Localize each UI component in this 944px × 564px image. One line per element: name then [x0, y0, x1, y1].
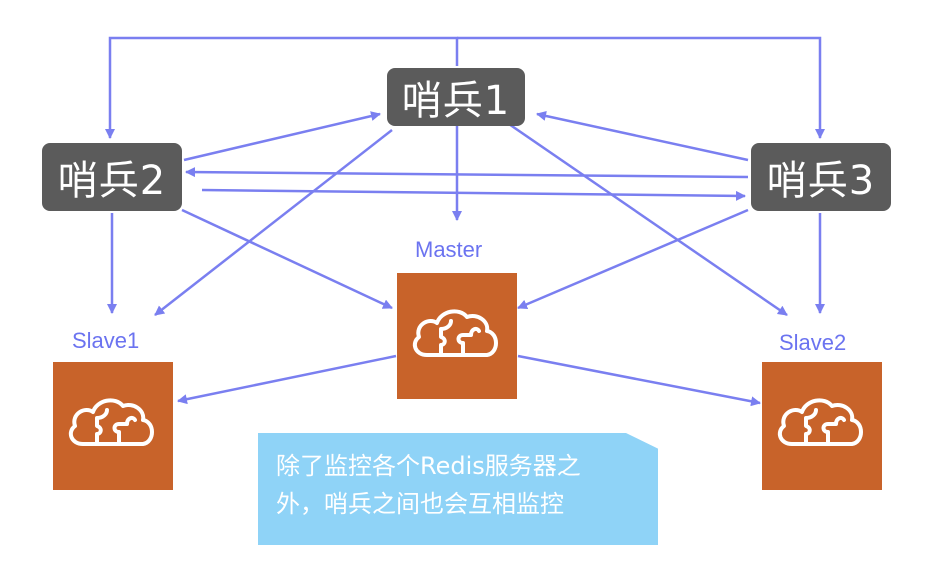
edge-s3-to-s1	[536, 111, 749, 162]
master-label: Master	[415, 237, 483, 262]
note-line-1: 除了监控各个Redis服务器之	[276, 452, 581, 480]
edge-master-to-slave2	[517, 354, 761, 407]
edge-s1-to-slave1	[154, 129, 393, 316]
note-line-2: 外，哨兵之间也会互相监控	[276, 490, 564, 518]
sentinel-3-label: 哨兵3	[766, 158, 876, 204]
sentinel-2-node: 哨兵2	[42, 143, 182, 211]
sentinel-2-label: 哨兵2	[57, 158, 167, 204]
note-callout: 除了监控各个Redis服务器之 外，哨兵之间也会互相监控	[258, 433, 658, 545]
edge-s1-top-to-s3	[457, 36, 825, 139]
sentinel-1-label: 哨兵1	[401, 78, 511, 124]
edge-s1-top-to-s2	[105, 36, 459, 139]
sentinel-3-node: 哨兵3	[751, 143, 891, 211]
edge-s3-to-master	[517, 208, 749, 310]
slave1-label: Slave1	[72, 328, 140, 353]
edge-s3-to-s2	[185, 167, 749, 179]
edge-s2-to-s1	[183, 111, 381, 162]
slave2-label: Slave2	[779, 330, 847, 355]
edge-s2-to-s3	[201, 188, 746, 201]
edge-s2-to-master	[181, 208, 393, 310]
master-server	[397, 273, 517, 399]
edge-master-to-slave1	[177, 354, 397, 405]
slave1-server	[53, 362, 173, 490]
edge-s1-to-slave2	[505, 120, 788, 317]
sentinel-1-node: 哨兵1	[387, 68, 525, 126]
slave2-server	[762, 362, 882, 490]
